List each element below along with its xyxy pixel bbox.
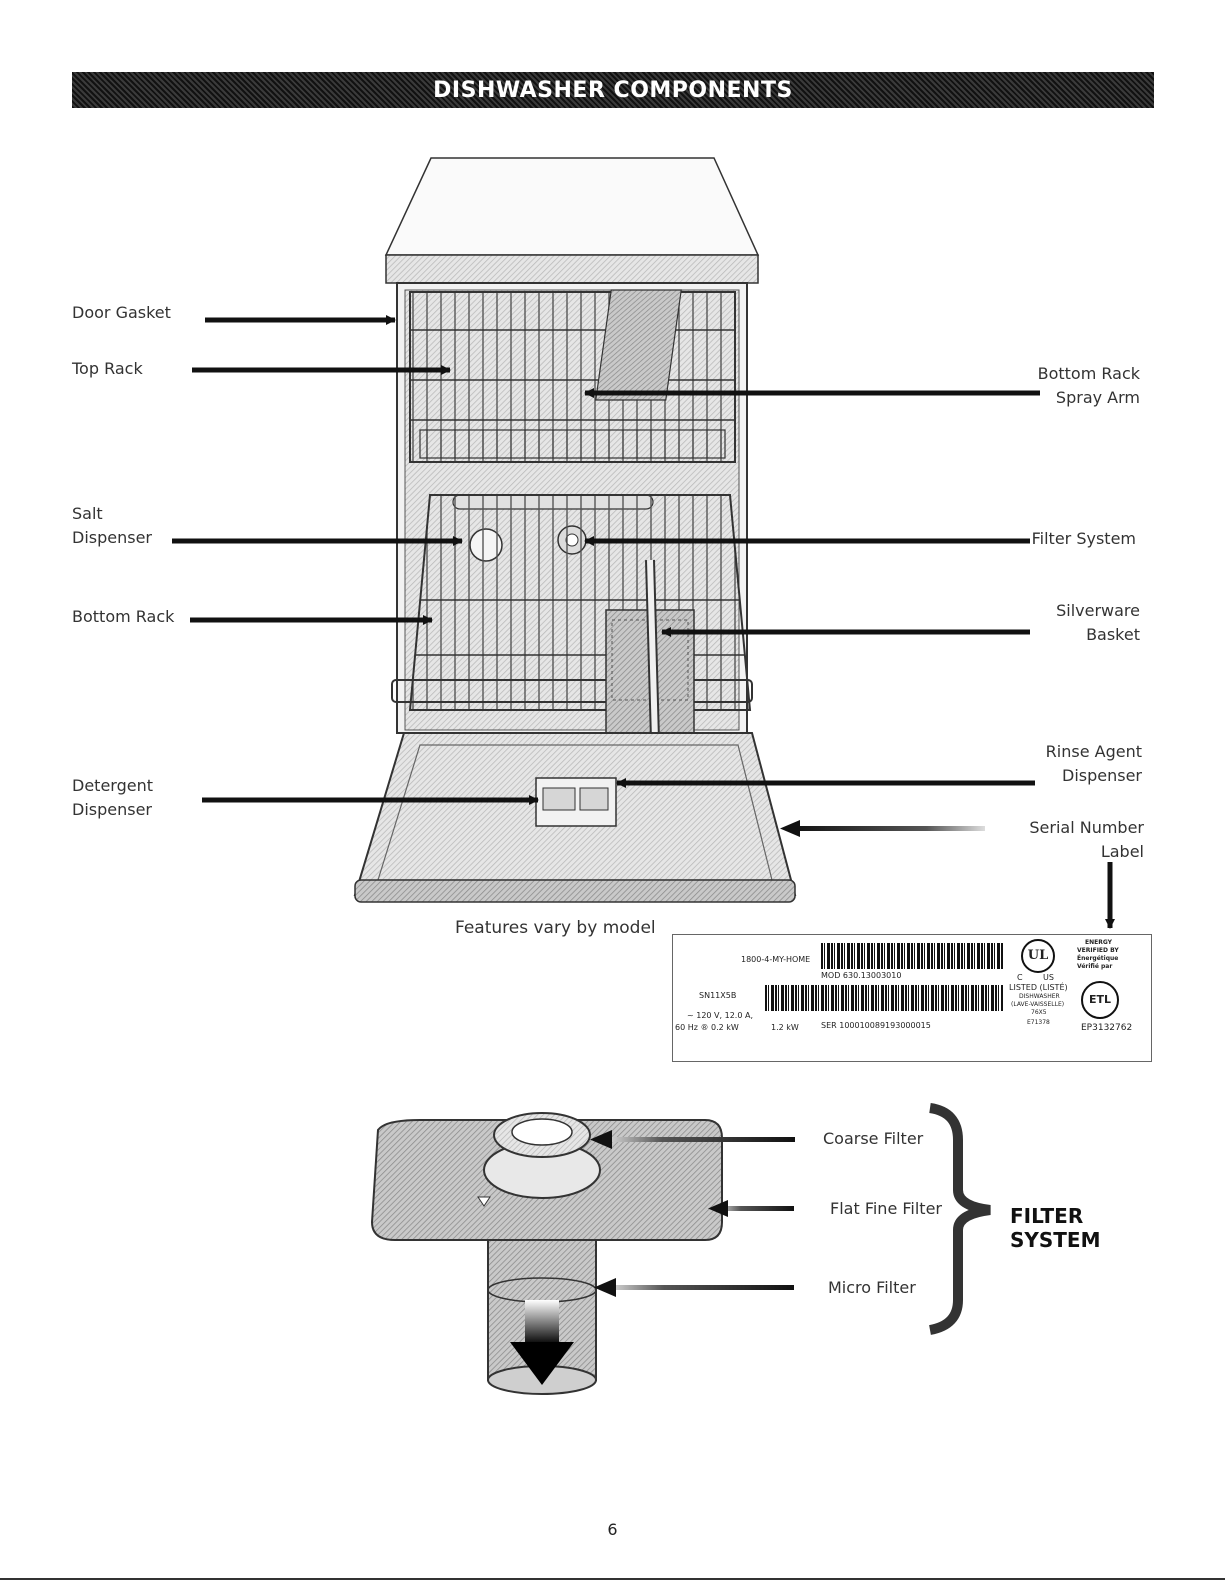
serial-76x5: 76X5 <box>1031 1009 1047 1016</box>
filter-brace <box>928 1103 991 1335</box>
label-detergent-dispenser: Detergent Dispenser <box>72 776 153 819</box>
etl-logo-icon: ETL <box>1081 981 1119 1019</box>
label-coarse-filter: Coarse Filter <box>823 1129 924 1148</box>
serial-e71378: E71378 <box>1027 1019 1050 1026</box>
countertop <box>384 157 760 284</box>
ul-us: US <box>1043 973 1054 982</box>
serial-rating-3: 1.2 kW <box>771 1023 799 1032</box>
label-bottom-rack-spray-arm: Bottom Rack Spray Arm <box>1037 364 1140 407</box>
label-rinse-agent-dispenser: Rinse Agent Dispenser <box>1045 742 1142 785</box>
barcode-bottom <box>765 985 1003 1011</box>
label-silverware-basket: Silverware Basket <box>1056 601 1140 644</box>
down-arrow-icon <box>525 1300 559 1345</box>
label-salt-dispenser: Salt Dispenser <box>72 504 152 547</box>
serial-mod: MOD 630.13003010 <box>821 971 902 980</box>
serial-ser: SER 100010089193000015 <box>821 1021 931 1030</box>
label-flat-fine-filter: Flat Fine Filter <box>830 1199 942 1218</box>
serial-dishwasher: DISHWASHER <box>1019 993 1060 1000</box>
energy-line-2: VERIFIED BY <box>1077 947 1119 954</box>
label-bottom-rack: Bottom Rack <box>72 607 175 626</box>
top-rack <box>409 289 736 463</box>
detergent-dispenser <box>535 777 617 827</box>
label-top-rack: Top Rack <box>72 359 143 378</box>
section-title-banner: DISHWASHER COMPONENTS <box>72 72 1154 108</box>
label-filter-system: Filter System <box>1031 529 1136 548</box>
serial-model-code: SN11X5B <box>699 991 737 1000</box>
features-note: Features vary by model <box>455 918 656 938</box>
serial-ep-code: EP3132762 <box>1081 1023 1133 1033</box>
callout-arrows <box>172 315 1115 929</box>
bottom-rack <box>391 494 753 711</box>
serial-rating-2: 60 Hz ® 0.2 kW <box>675 1023 739 1032</box>
arrow-serial-number <box>780 820 985 837</box>
bottom-rule <box>0 1578 1225 1580</box>
ul-logo-icon: UL <box>1021 939 1055 973</box>
page-number: 6 <box>607 1520 618 1539</box>
label-micro-filter: Micro Filter <box>828 1278 916 1297</box>
filter-arrows <box>590 1130 795 1297</box>
serial-number-label-image: 1800-4-MY-HOME MOD 630.13003010 SN11X5B … <box>672 934 1152 1062</box>
label-door-gasket: Door Gasket <box>72 303 171 322</box>
serial-phone: 1800-4-MY-HOME <box>741 955 811 964</box>
serial-listed: LISTED (LISTÉ) <box>1009 983 1068 992</box>
section-title: DISHWASHER COMPONENTS <box>433 77 793 103</box>
filter-system-title: FILTER SYSTEM <box>1010 1204 1101 1252</box>
down-arrowhead-icon <box>510 1342 574 1385</box>
energy-line-3: Énergétique <box>1077 955 1119 962</box>
serial-lave: (LAVE-VAISSELLE) <box>1011 1001 1065 1008</box>
barcode-top <box>821 943 1003 969</box>
energy-line-1: ENERGY <box>1085 939 1112 946</box>
filter-illustration <box>370 1112 723 1395</box>
ul-c: C <box>1017 973 1023 982</box>
label-serial-number: Serial Number Label <box>1029 818 1144 861</box>
energy-line-4: Vérifié par <box>1077 963 1113 970</box>
serial-rating-1: ~ 120 V, 12.0 A, <box>687 1011 753 1020</box>
